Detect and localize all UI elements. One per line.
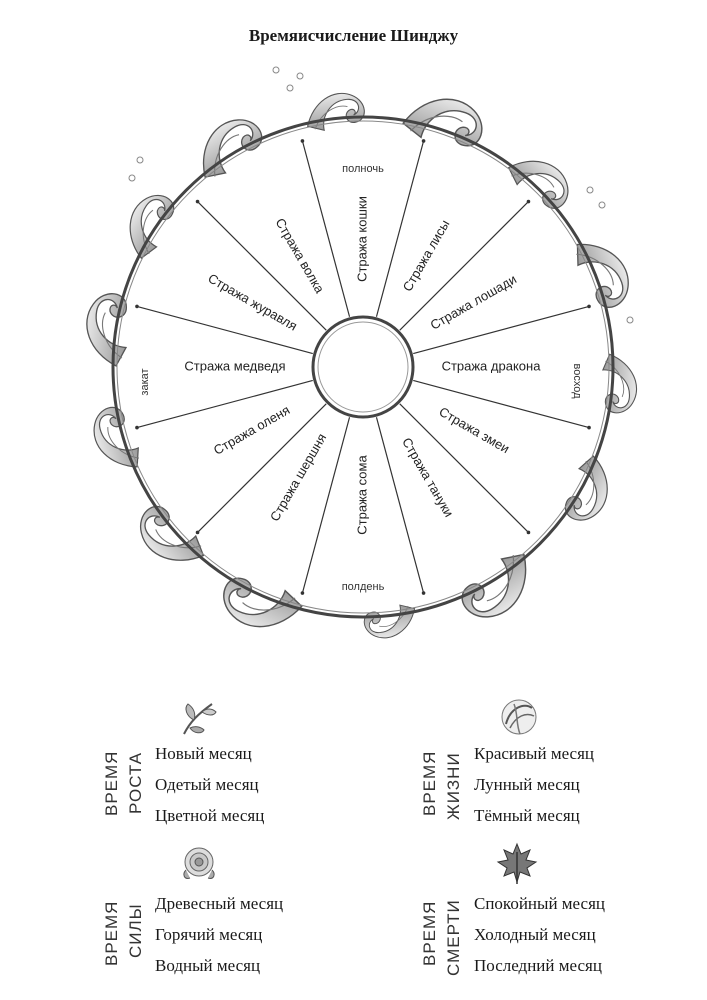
bubble <box>272 66 280 74</box>
watch-dividers <box>135 139 591 595</box>
season-life-word1: ВРЕМЯ <box>420 750 439 816</box>
watch-label: Стража лошади <box>428 271 519 332</box>
month-item: Красивый месяц <box>474 744 595 763</box>
wind-flower-icon <box>501 699 537 735</box>
wave-curl <box>86 293 128 367</box>
divider-tip <box>195 199 200 204</box>
season-strength-word1: ВРЕМЯ <box>102 900 121 966</box>
divider-tip <box>421 591 426 595</box>
divider-tip <box>526 199 531 204</box>
clock-hub-inner <box>317 321 409 413</box>
watch-label: Стража шершня <box>267 431 329 524</box>
bubble <box>598 201 606 209</box>
wave-curl <box>202 119 263 178</box>
month-item: Тёмный месяц <box>474 806 580 825</box>
bubble <box>136 156 144 164</box>
watch-label: Стража медведя <box>184 358 285 373</box>
month-item: Древесный месяц <box>155 894 284 913</box>
wave-curl <box>223 577 303 628</box>
divider-tip <box>300 139 305 143</box>
page-title: Времяисчисление Шинджу <box>248 26 459 45</box>
wave-curl <box>129 194 175 260</box>
watch-divider <box>375 140 425 317</box>
month-item: Лунный месяц <box>474 775 580 794</box>
watch-label: Стража журавля <box>206 271 300 334</box>
bubble <box>286 84 294 92</box>
season-strength-word2: СИЛЫ <box>126 903 145 958</box>
wave-curl <box>507 160 569 209</box>
watch-divider <box>301 417 351 594</box>
month-item: Цветной месяц <box>155 806 265 825</box>
watch-label: Стража дракона <box>442 358 542 373</box>
divider-tip <box>135 425 139 430</box>
bubble <box>296 72 304 80</box>
season-growth-word1: ВРЕМЯ <box>102 750 121 816</box>
month-item: Последний месяц <box>474 956 602 975</box>
divider-tip <box>587 304 591 309</box>
watch-divider <box>197 403 327 533</box>
wave-curl <box>93 406 140 468</box>
divider-tip <box>300 591 305 595</box>
month-item: Новый месяц <box>155 744 252 763</box>
bubble <box>626 316 634 324</box>
label-midnight: полночь <box>342 163 384 175</box>
label-noon: полдень <box>342 581 385 593</box>
bubble <box>586 186 594 194</box>
clock-outer-ring <box>111 115 615 619</box>
clock-hub <box>311 315 415 419</box>
watch-divider <box>301 140 351 317</box>
leaf-sprig-icon <box>183 703 217 735</box>
divider-tip <box>587 425 591 430</box>
watch-divider <box>413 305 590 355</box>
clock-inner-ring <box>116 120 610 614</box>
wave-curl <box>402 98 483 147</box>
month-item: Холодный месяц <box>474 925 596 944</box>
wave-curl <box>363 604 416 639</box>
watch-divider <box>399 201 529 331</box>
bubble <box>128 174 136 182</box>
maple-leaf-icon <box>496 842 538 884</box>
label-sunrise: восход <box>571 363 583 399</box>
watch-divider <box>375 417 425 594</box>
season-death-word2: СМЕРТИ <box>444 899 463 976</box>
divider-tip <box>526 530 531 535</box>
watch-divider <box>136 379 313 429</box>
season-death-word1: ВРЕМЯ <box>420 900 439 966</box>
divider-tip <box>135 304 139 309</box>
watch-label: Стража тануки <box>399 435 456 520</box>
divider-tip <box>195 530 200 535</box>
watch-divider <box>197 201 327 331</box>
watch-label: Стража кошки <box>354 196 369 282</box>
watch-divider <box>413 379 590 429</box>
wave-curl <box>602 353 637 414</box>
month-item: Горячий месяц <box>155 925 263 944</box>
peony-icon <box>183 847 215 879</box>
season-life-word2: ЖИЗНИ <box>444 752 463 820</box>
label-sunset: закат <box>139 368 151 395</box>
divider-tip <box>421 139 426 143</box>
month-item: Водный месяц <box>155 956 261 975</box>
wave-curl <box>139 505 205 561</box>
wave-curl <box>461 553 527 618</box>
month-item: Спокойный месяц <box>474 894 605 913</box>
watch-divider <box>136 305 313 355</box>
watch-label: Стража сома <box>354 455 369 535</box>
watch-divider <box>399 403 529 533</box>
season-growth-word2: РОСТА <box>126 751 145 814</box>
watch-label: Стража лисы <box>400 217 453 294</box>
watch-label: Стража змеи <box>437 404 513 456</box>
month-item: Одетый месяц <box>155 775 259 794</box>
